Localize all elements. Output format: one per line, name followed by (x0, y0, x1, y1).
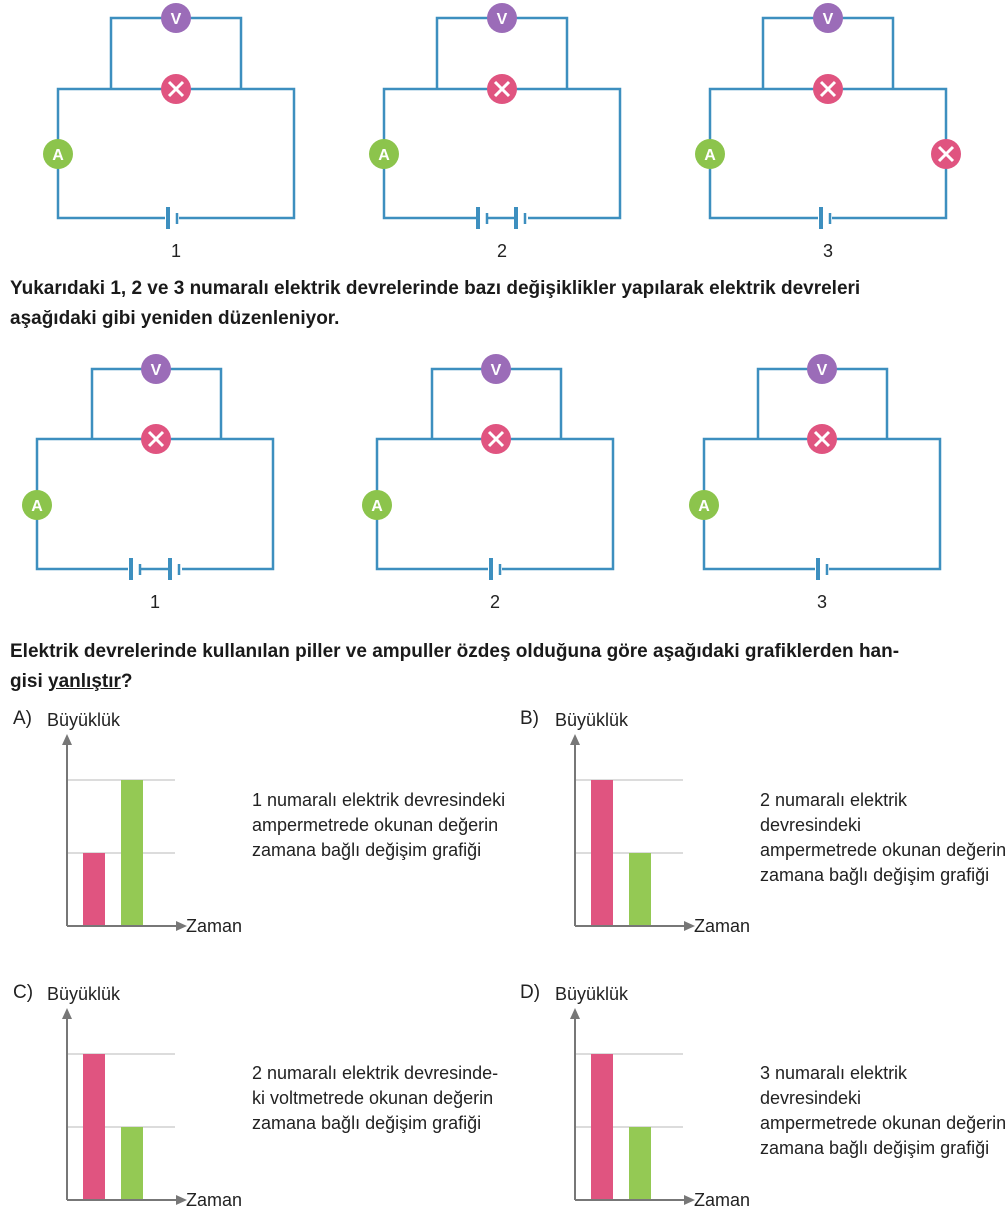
battery-icon (165, 207, 179, 229)
chart-ylabel: Büyüklük (47, 710, 121, 730)
chart-ylabel: Büyüklük (47, 984, 121, 1004)
option-b-letter[interactable]: B) (520, 708, 539, 729)
option-d-letter[interactable]: D) (520, 982, 541, 1003)
voltmeter-icon: V (481, 354, 511, 384)
x-axis-arrow-icon (176, 1195, 187, 1205)
chart-bar (83, 853, 105, 926)
option-d-description: 3 numaralı elektrik devresindeki amperme… (760, 1063, 1007, 1158)
svg-text:A: A (52, 147, 64, 164)
battery-icon (128, 558, 182, 580)
voltmeter-icon: V (161, 3, 191, 33)
y-axis-arrow-icon (62, 1008, 72, 1019)
circuit-label: 3 (823, 241, 833, 261)
x-axis-arrow-icon (684, 1195, 695, 1205)
ammeter-icon: A (43, 139, 73, 169)
chart-bar (83, 1054, 105, 1200)
svg-text:V: V (497, 11, 508, 28)
battery-icon (815, 558, 829, 580)
circuit-bottom-2 (375, 367, 615, 571)
lamp-x-icon (813, 74, 843, 104)
lamp-x-icon (487, 74, 517, 104)
circuit-bottom-3 (702, 367, 942, 571)
ammeter-icon: A (362, 490, 392, 520)
lamp-x-icon (931, 139, 961, 169)
chart-xlabel: Zaman (186, 1190, 242, 1210)
y-axis-arrow-icon (570, 734, 580, 745)
intro-line-1: Yukarıdaki 1, 2 ve 3 numaralı elektrik d… (10, 278, 861, 299)
circuit-label: 1 (150, 592, 160, 612)
y-axis-arrow-icon (570, 1008, 580, 1019)
emphasis-word: yanlıştır (48, 671, 121, 692)
chart-bar (629, 853, 651, 926)
voltmeter-icon: V (813, 3, 843, 33)
chart-xlabel: Zaman (694, 1190, 750, 1210)
chart-bar (591, 1054, 613, 1200)
question-line-2: gisi yanlıştır? (10, 671, 133, 692)
chart-bar (591, 780, 613, 926)
circuit-top-1 (56, 16, 296, 220)
circuit-top-2 (382, 16, 622, 220)
voltmeter-icon: V (141, 354, 171, 384)
voltmeter-icon: V (487, 3, 517, 33)
svg-text:A: A (698, 498, 710, 515)
lamp-x-icon (161, 74, 191, 104)
chart-bar (629, 1127, 651, 1200)
option-c-letter[interactable]: C) (13, 982, 34, 1003)
option-c-description: 2 numaralı elektrik devresinde- ki voltm… (252, 1063, 499, 1133)
battery-icon (488, 558, 502, 580)
chart-ylabel: Büyüklük (555, 984, 629, 1004)
svg-text:V: V (171, 11, 182, 28)
svg-text:V: V (491, 362, 502, 379)
question-text: Elektrik devrelerinde kullanılan piller … (10, 637, 899, 697)
bottom-circuits: V V V A A A 1 2 3 (22, 354, 942, 612)
battery-icon (476, 207, 528, 229)
chart-xlabel: Zaman (186, 916, 242, 936)
circuit-label: 1 (171, 241, 181, 261)
svg-text:A: A (31, 498, 43, 515)
ammeter-icon: A (695, 139, 725, 169)
chart-bar (121, 1127, 143, 1200)
svg-text:V: V (151, 362, 162, 379)
question-line-1: Elektrik devrelerinde kullanılan piller … (10, 641, 900, 662)
circuit-label: 3 (817, 592, 827, 612)
lamp-x-icon (481, 424, 511, 454)
y-axis-arrow-icon (62, 734, 72, 745)
lamp-x-icon (141, 424, 171, 454)
x-axis-arrow-icon (684, 921, 695, 931)
circuit-label: 2 (490, 592, 500, 612)
intro-line-2: aşağıdaki gibi yeniden düzenleniyor. (10, 308, 340, 329)
chart-xlabel: Zaman (694, 916, 750, 936)
x-axis-arrow-icon (176, 921, 187, 931)
lamp-x-icon (807, 424, 837, 454)
voltmeter-icon: V (807, 354, 837, 384)
svg-text:A: A (378, 147, 390, 164)
top-circuits: V V V A A A 1 2 3 (43, 3, 961, 261)
chart-ylabel: Büyüklük (555, 710, 629, 730)
ammeter-icon: A (689, 490, 719, 520)
svg-text:A: A (704, 147, 716, 164)
ammeter-icon: A (22, 490, 52, 520)
circuit-bottom-1 (35, 367, 275, 571)
svg-text:V: V (823, 11, 834, 28)
intro-text: Yukarıdaki 1, 2 ve 3 numaralı elektrik d… (10, 274, 860, 334)
svg-text:A: A (371, 498, 383, 515)
option-a-description: 1 numaralı elektrik devresindeki amperme… (252, 790, 506, 860)
circuit-label: 2 (497, 241, 507, 261)
circuit-top-3 (708, 16, 948, 220)
ammeter-icon: A (369, 139, 399, 169)
svg-text:V: V (817, 362, 828, 379)
option-a-letter[interactable]: A) (13, 708, 32, 729)
option-b-description: 2 numaralı elektrik devresindeki amperme… (760, 790, 1007, 885)
chart-bar (121, 780, 143, 926)
battery-icon (818, 207, 832, 229)
